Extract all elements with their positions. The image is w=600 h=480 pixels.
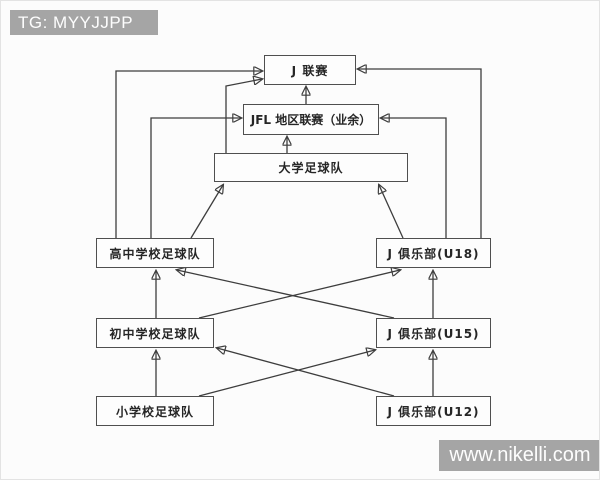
node-jfl-regional-league: JFL 地区联赛（业余）	[243, 104, 379, 135]
node-j-league-label: J 联赛	[291, 63, 329, 78]
node-junior-high-team-label: 初中学校足球队	[109, 326, 201, 341]
node-j-club-u15-label: J 俱乐部(U15)	[387, 326, 480, 341]
node-j-club-u12-label: J 俱乐部(U12)	[387, 404, 480, 419]
node-university-team-label: 大学足球队	[278, 161, 344, 175]
node-elementary-team-label: 小学校足球队	[115, 404, 194, 419]
watermark-telegram: TG: MYYJJPP	[10, 10, 158, 35]
node-jfl-regional-league-label: JFL 地区联赛（业余）	[250, 113, 372, 127]
edge-elementary-u15	[198, 350, 375, 397]
edge-university-j-league	[225, 79, 262, 153]
node-junior-high-team: 初中学校足球队	[96, 318, 214, 348]
node-j-league: J 联赛	[264, 55, 356, 85]
edge-junior-high-u18	[198, 270, 400, 319]
node-elementary-team: 小学校足球队	[96, 396, 214, 426]
edge-u15-high-school	[177, 270, 395, 319]
edge-u12-junior-high	[217, 348, 395, 397]
node-high-school-team-label: 高中学校足球队	[109, 246, 201, 261]
edge-high-school-j-league	[115, 71, 262, 238]
edge-u18-jfl	[381, 118, 447, 238]
node-j-club-u15: J 俱乐部(U15)	[376, 318, 491, 348]
node-j-club-u18: J 俱乐部(U18)	[376, 238, 491, 268]
node-j-club-u12: J 俱乐部(U12)	[376, 396, 491, 426]
edge-u18-j-league	[358, 69, 482, 238]
edge-high-school-jfl	[150, 118, 241, 238]
node-j-club-u18-label: J 俱乐部(U18)	[387, 246, 480, 261]
watermark-website: www.nikelli.com	[439, 440, 599, 471]
node-high-school-team: 高中学校足球队	[96, 238, 214, 268]
edge-high-school-university	[190, 185, 223, 239]
node-university-team: 大学足球队	[214, 153, 408, 182]
edge-u18-university	[379, 185, 404, 239]
